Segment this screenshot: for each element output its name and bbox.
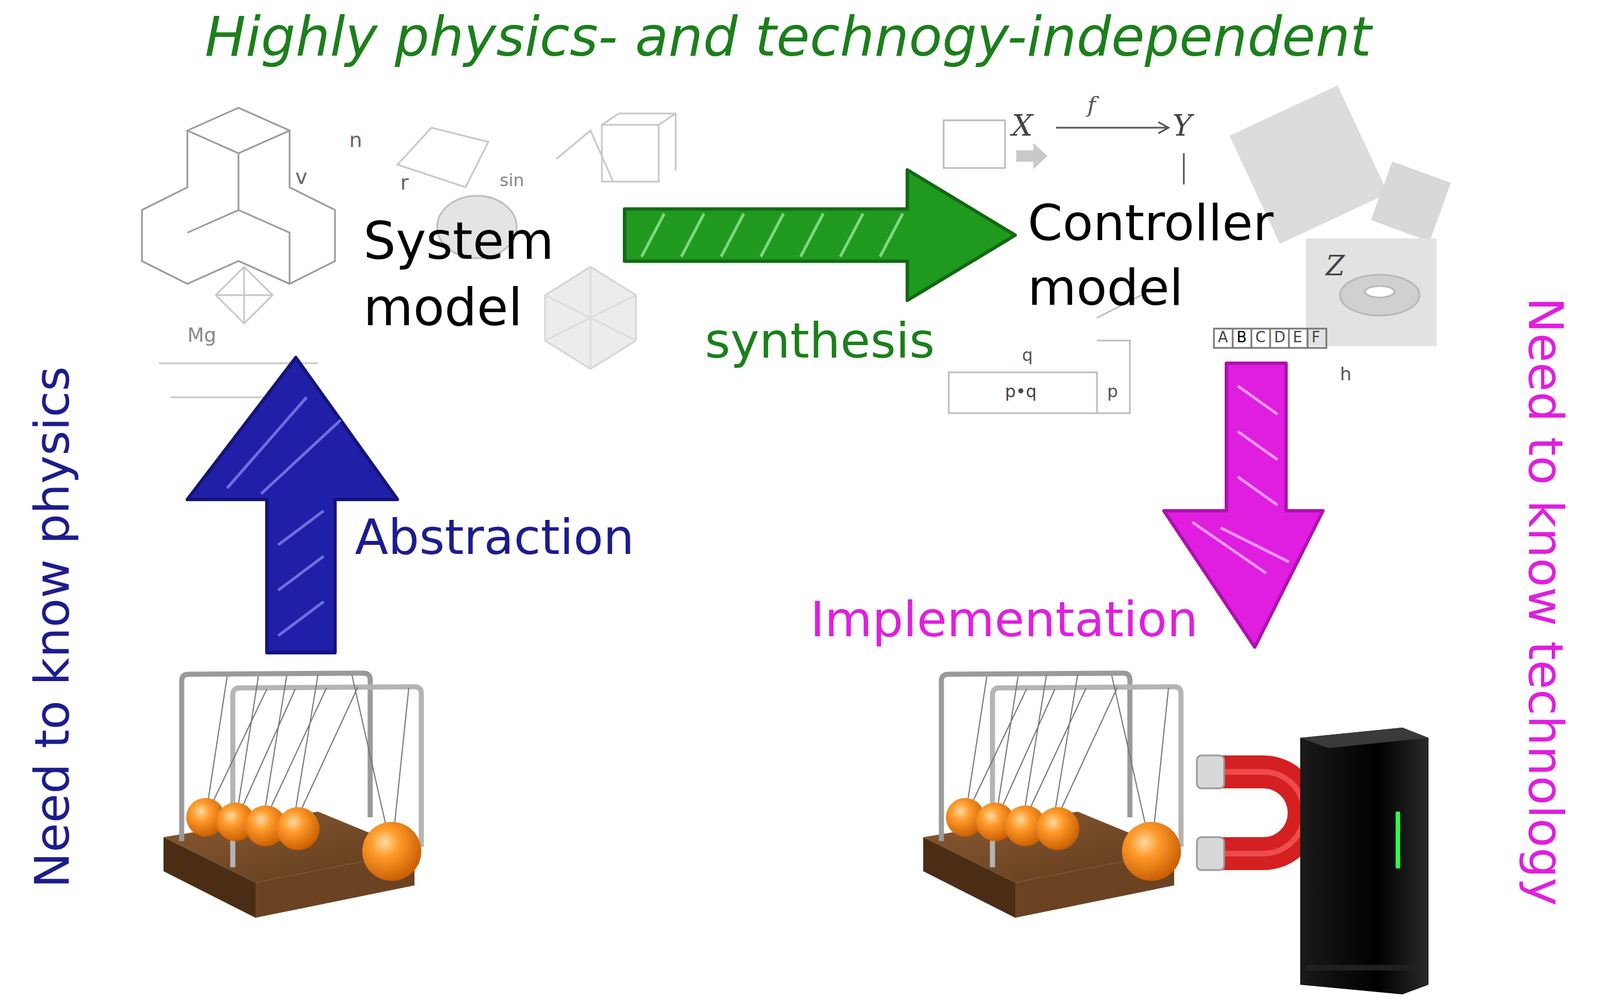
edge-label: synthesis xyxy=(700,311,940,371)
watermark-symbol: h xyxy=(1339,363,1352,385)
watermark-symbol: p xyxy=(1107,381,1118,402)
table-cell: A xyxy=(1217,328,1229,347)
watermark-symbol: f xyxy=(1087,90,1096,119)
implementation-label: Implementation xyxy=(810,590,1199,649)
watermark-symbol: Y xyxy=(1172,107,1192,144)
node-text: System model xyxy=(363,207,591,341)
vertical-side-label: Need to know technology xyxy=(1517,297,1575,907)
model-label-node: System model xyxy=(357,204,597,345)
faint-geometry-left xyxy=(141,107,676,398)
watermark-symbol: Z xyxy=(1325,249,1345,283)
table-cell: D xyxy=(1274,328,1286,347)
watermark-symbol: sin xyxy=(499,170,525,191)
table-cell: F xyxy=(1311,328,1321,347)
table-cell: B xyxy=(1236,328,1247,347)
table-cell: E xyxy=(1292,328,1302,347)
abstraction-label: Abstraction xyxy=(354,508,635,567)
abstraction-arrow xyxy=(187,357,398,653)
server-tower xyxy=(1300,727,1429,995)
vertical-side-label: Need to know physics xyxy=(23,366,82,889)
magnet-icon xyxy=(1196,755,1305,871)
model-label-node: Controller model xyxy=(1022,187,1329,325)
synthesis-arrow xyxy=(624,169,1016,301)
watermark-symbol: v xyxy=(295,164,308,190)
node-text: Controller model xyxy=(1027,190,1323,321)
watermark-symbol: Mg xyxy=(187,323,217,347)
watermark-symbol: p•q xyxy=(1004,381,1037,402)
table-cell: C xyxy=(1255,328,1266,347)
diagram-title: Highly physics- and technogy-independent xyxy=(204,4,1372,70)
watermark-symbol: X xyxy=(1011,107,1033,144)
arrow-hatching xyxy=(641,213,903,257)
watermark-symbol: q xyxy=(1022,345,1033,366)
newtons-cradle xyxy=(923,673,1181,919)
watermark-symbol: n xyxy=(349,127,363,153)
newtons-cradle xyxy=(163,673,422,919)
watermark-symbol: r xyxy=(400,170,409,195)
faint-geometry-right xyxy=(943,85,1451,414)
